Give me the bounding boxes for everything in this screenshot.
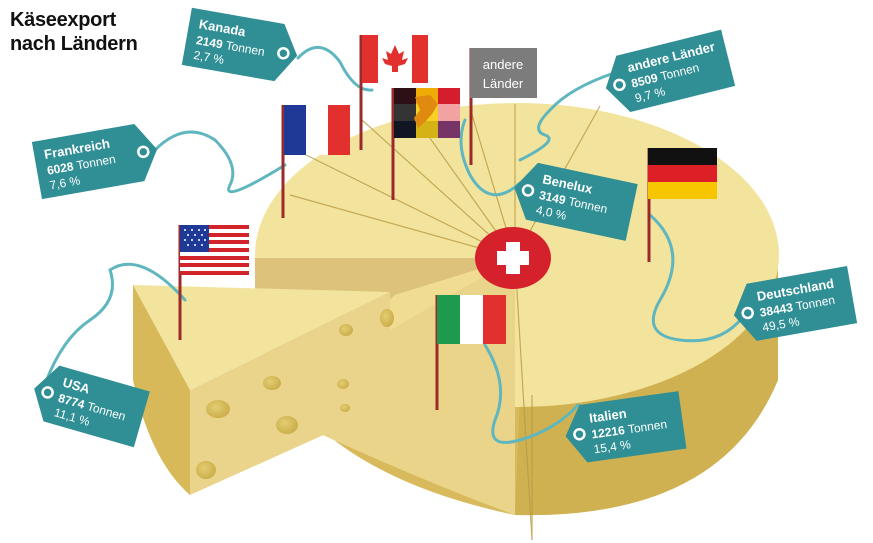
tag-hole [613, 78, 626, 92]
tag-tonnes-value: 3149 [538, 188, 570, 208]
other-countries-sign: andere Länder [469, 48, 537, 165]
tag-tonnes: 38443 Tonnen [759, 293, 836, 320]
tag-shape [733, 266, 858, 341]
other-sign-line-2: Länder [483, 76, 524, 91]
tag-tonnes-value: 6028 [46, 159, 78, 178]
title-line-2: nach Ländern [10, 33, 138, 55]
tag-tonnes-unit: Tonnen [795, 293, 836, 314]
tag-tonnes: 6028 Tonnen [46, 152, 117, 178]
tag-hole [521, 184, 535, 197]
cheese-wedge-side [133, 285, 190, 495]
tag-tonnes: 12216 Tonnen [591, 417, 668, 441]
canada-flag [359, 35, 428, 150]
tag-hole [41, 386, 54, 399]
cheese-wedge-top [133, 285, 390, 390]
tag-hole [277, 47, 290, 60]
page-title: Käseexport nach Ländern [10, 8, 138, 56]
germany-flag [647, 148, 717, 262]
other-sign-line-1: andere [483, 57, 523, 72]
tag-shape [181, 7, 298, 82]
tag-country: Italien [588, 406, 627, 426]
tag-shape [31, 123, 158, 200]
tag-tonnes-value: 12216 [591, 423, 629, 442]
tag-shape [605, 29, 736, 113]
cheese-wedge [133, 285, 394, 495]
france-flag [281, 105, 350, 218]
tag-percent: 15,4 % [593, 437, 632, 456]
tag-tonnes: 2149 Tonnen [195, 33, 266, 59]
tag-tonnes-unit: Tonnen [75, 152, 116, 173]
tag-shape [514, 162, 638, 241]
tag-tonnes-value: 2149 [195, 33, 227, 52]
tag-tonnes-unit: Tonnen [225, 38, 266, 59]
tag-hole [573, 428, 586, 441]
tag-hole [741, 306, 754, 320]
tag-shape [565, 391, 687, 463]
tag-percent: 49,5 % [761, 314, 801, 334]
cheese-wedge-face [190, 292, 390, 495]
tag-percent: 7,6 % [49, 173, 82, 192]
tag-percent: 4,0 % [535, 203, 568, 223]
benelux-flag [391, 88, 460, 200]
tag-tonnes-value: 38443 [759, 300, 798, 320]
title-line-1: Käseexport [10, 9, 116, 31]
cheese-holes [196, 309, 394, 479]
switzerland-flag [475, 227, 551, 289]
tag-shape [34, 365, 150, 448]
tag-tonnes-unit: Tonnen [627, 417, 668, 436]
tag-hole [137, 145, 150, 159]
italy-flag [435, 295, 506, 410]
tag-percent: 2,7 % [193, 48, 226, 67]
usa-flag [178, 225, 249, 340]
tag-country: USA [61, 375, 92, 397]
